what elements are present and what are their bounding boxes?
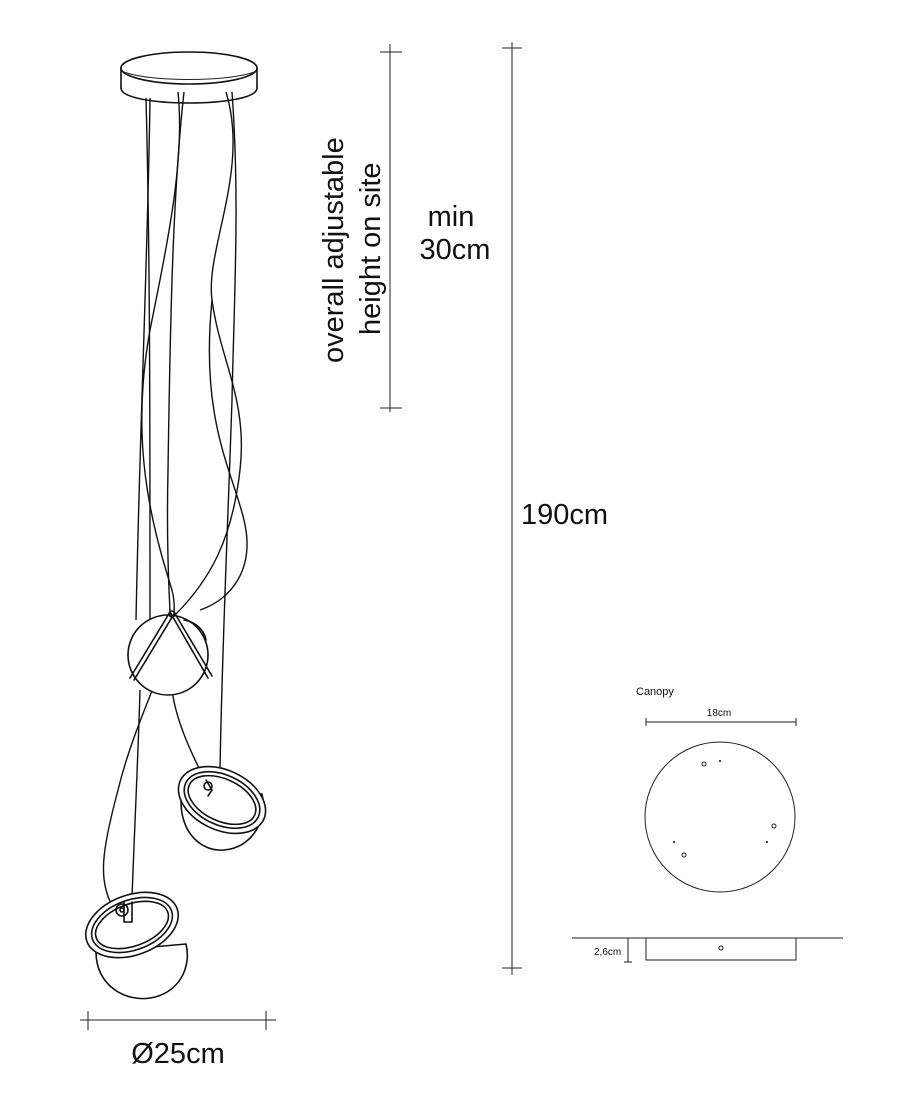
diameter-label: Ø25cm — [131, 1038, 224, 1070]
canopy-width-dimension: 18cm — [645, 708, 797, 726]
canopy-title: Canopy — [636, 686, 674, 698]
lamp-shade-right — [177, 765, 267, 851]
screw-point — [719, 760, 721, 762]
mounting-hole — [681, 852, 687, 858]
min-height-label-line1: min — [428, 201, 475, 233]
adjustable-height-label-line2: height on site — [355, 162, 387, 335]
lamp-shade-bottom-left — [84, 891, 189, 1000]
total-height-label: 190cm — [521, 499, 608, 531]
dimension-adjustable-height — [380, 44, 402, 412]
dimension-diameter — [80, 1011, 276, 1030]
mounting-hole — [701, 761, 707, 767]
mounting-hole — [771, 823, 777, 829]
lamp-shade-middle — [127, 610, 213, 696]
canopy-top-view — [644, 741, 796, 893]
canopy-thickness-label: 2,6cm — [594, 947, 621, 958]
min-height-label-line2: 30cm — [420, 234, 491, 266]
adjustable-height-label-line1: overall adjustable — [318, 137, 350, 363]
dimension-total-height — [502, 42, 522, 975]
ceiling-canopy-3d — [120, 51, 258, 104]
canopy-detail: Canopy 18cm 2,6cm — [572, 686, 843, 963]
pendant-lamp-illustration — [84, 51, 267, 1000]
suspension-cables — [102, 91, 248, 906]
screw-point — [766, 841, 768, 843]
screw-point — [673, 841, 675, 843]
canopy-width-label: 18cm — [707, 708, 731, 719]
canopy-side-view: 2,6cm — [572, 937, 843, 963]
